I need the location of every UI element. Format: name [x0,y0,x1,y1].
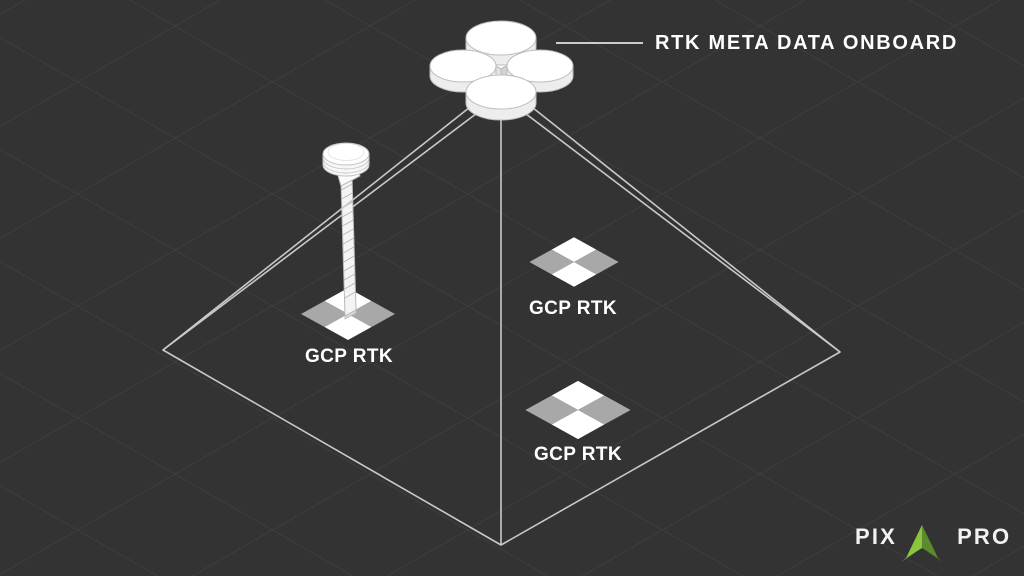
callout-label-rtk-meta-data-onboard: RTK META DATA ONBOARD [655,32,959,54]
gcp-target-low [525,380,631,440]
gcp-label-mid: GCP RTK [529,298,617,319]
mountain-peak-icon [901,525,943,562]
quadcopter-drone [429,20,574,121]
drone-rotors [429,20,574,121]
pixpro-logo: PIX PRO [855,526,1011,548]
drone-fov-lines [162,95,841,353]
logo-text-pro: PRO [957,524,1012,549]
logo-text-pix: PIX [855,524,898,549]
rtk-base-station [322,142,370,320]
gcp-label-pole: GCP RTK [305,346,393,367]
gcp-target-mid [529,237,619,287]
gcp-label-low: GCP RTK [534,444,622,465]
